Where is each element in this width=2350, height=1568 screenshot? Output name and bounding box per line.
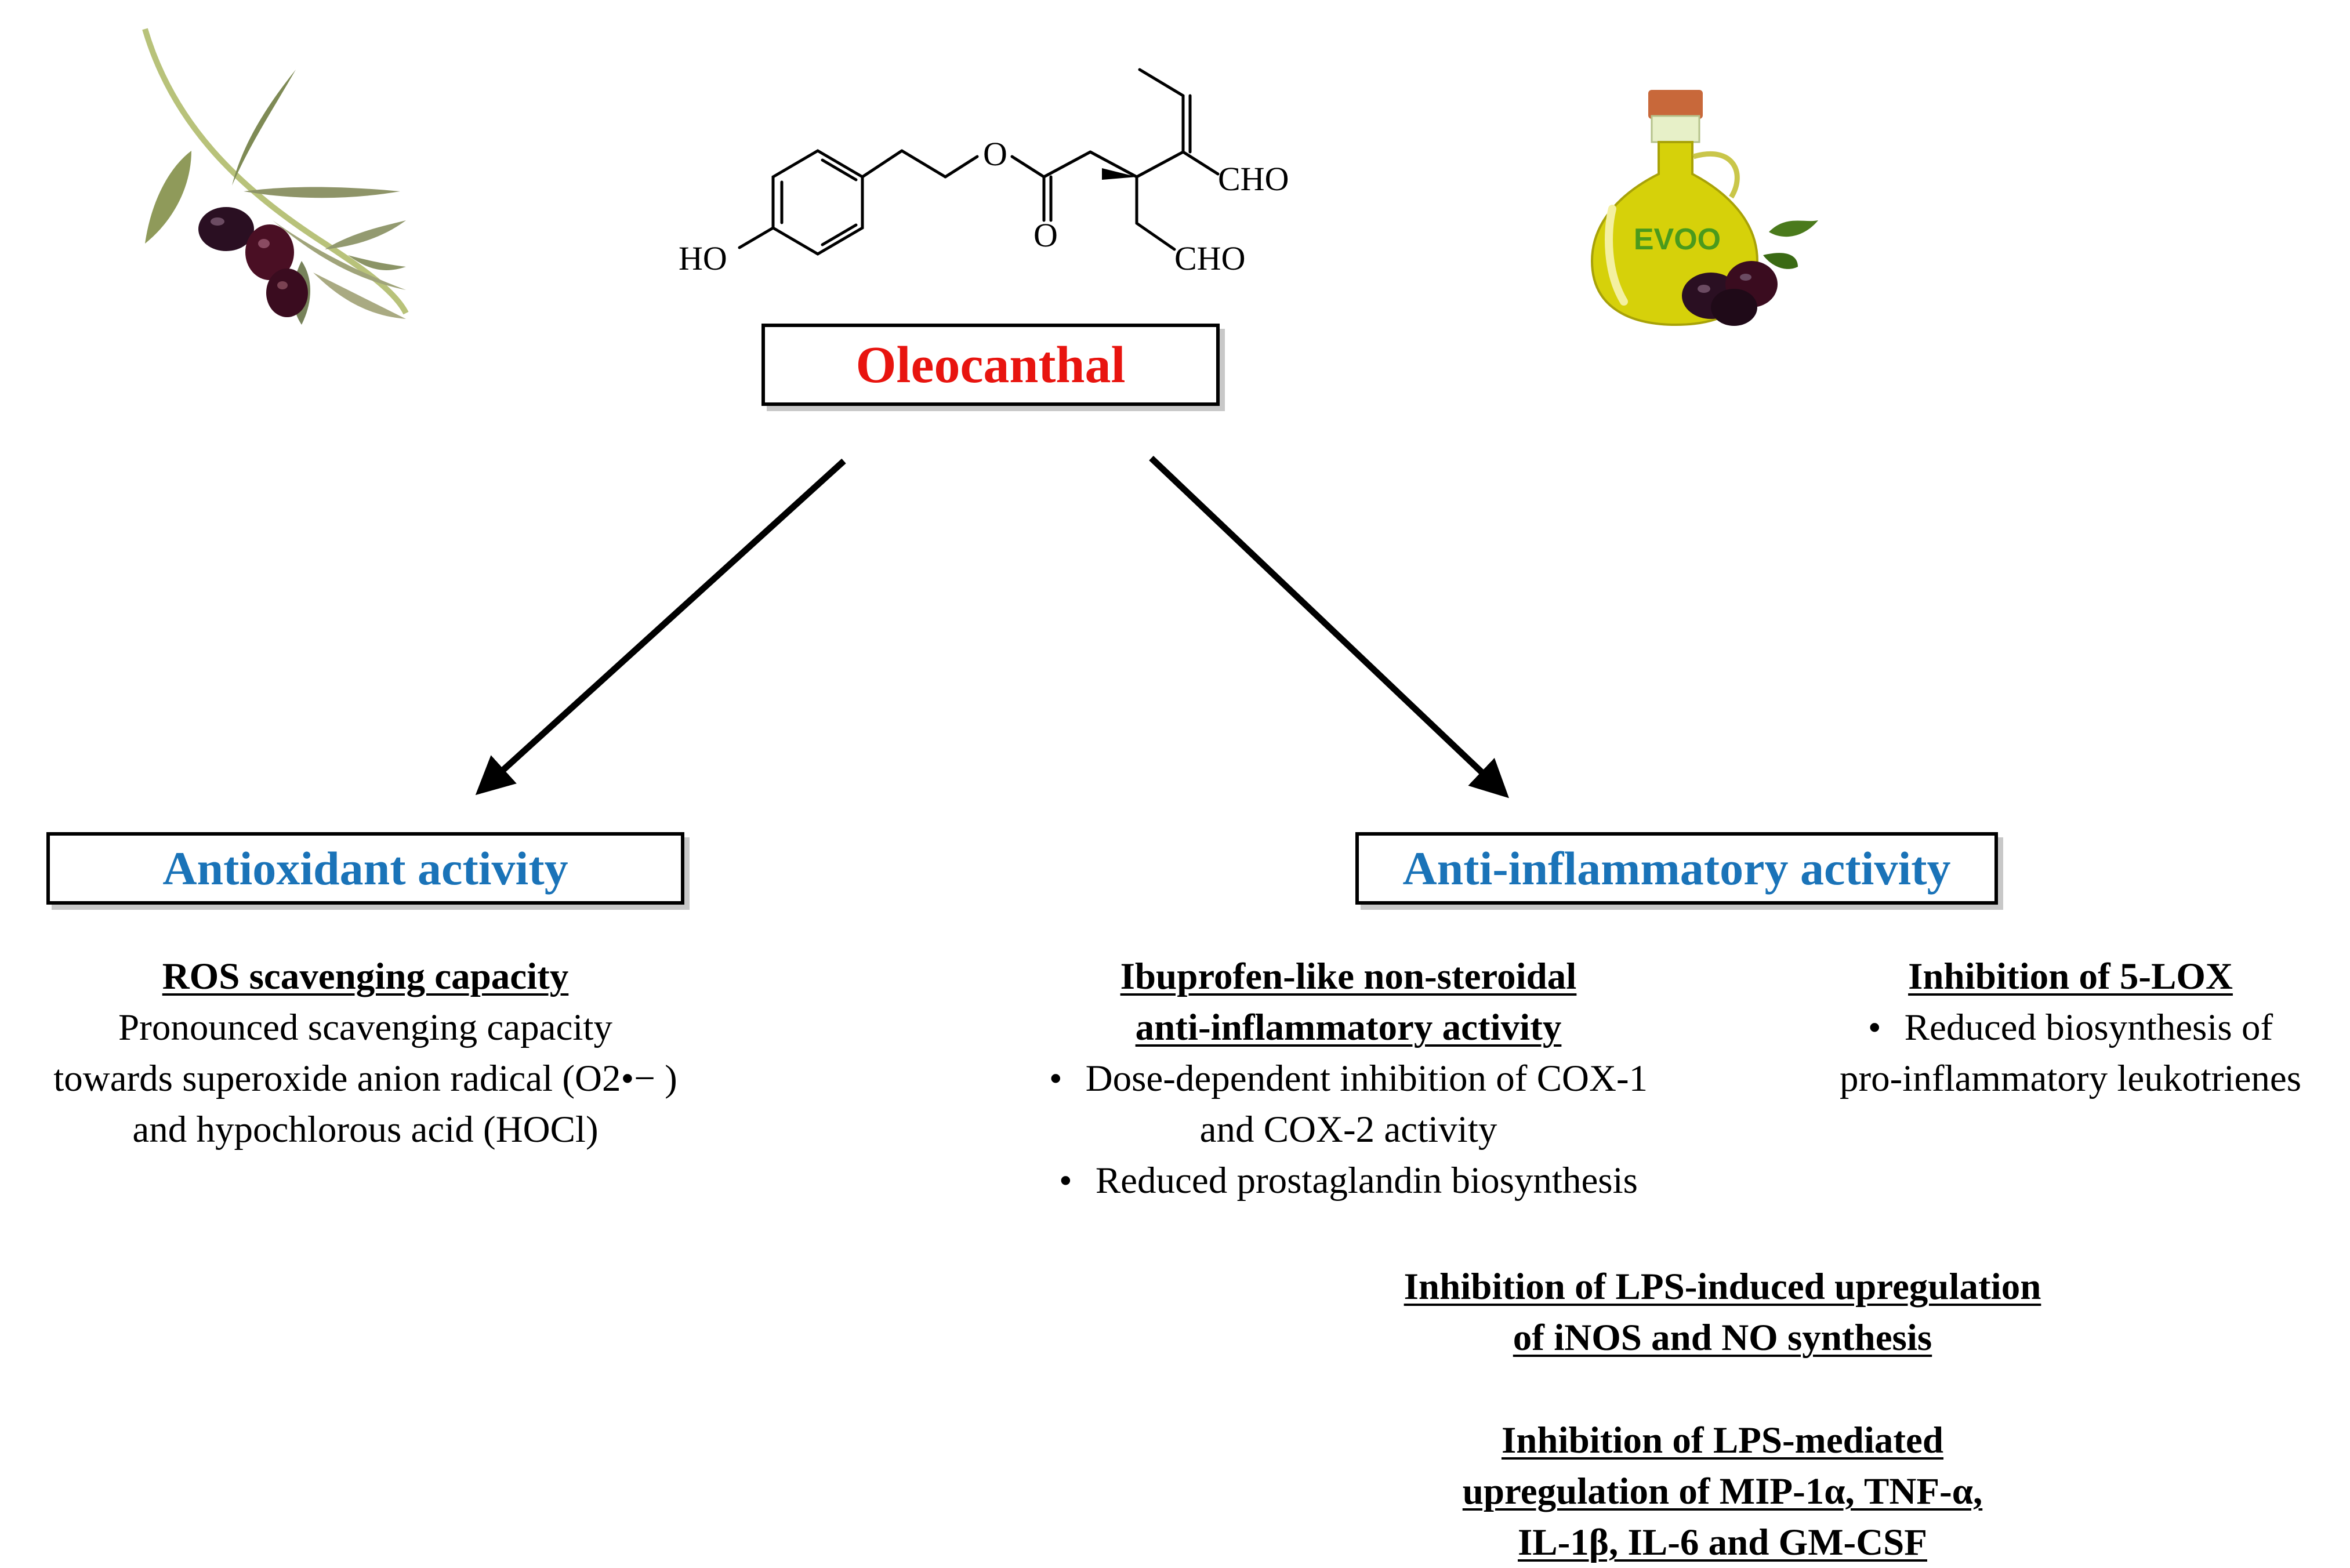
evoo-label: EVOO	[1633, 223, 1721, 256]
cox-bullet-line-2: and COX-2 activity	[1199, 1109, 1497, 1150]
ros-line-2: towards superoxide anion radical (O2•− )	[53, 1058, 677, 1099]
lox-bullet-line-2: pro-inflammatory leukotrienes	[1840, 1058, 2301, 1099]
oleocanthal-box: Oleocanthal	[761, 324, 1220, 406]
ros-block: ROS scavenging capacity Pronounced scave…	[0, 951, 731, 1155]
lps-cytokines-heading-3: IL-1β, IL-6 and GM-CSF	[1518, 1522, 1927, 1563]
oleocanthal-title: Oleocanthal	[855, 336, 1126, 394]
ho-label: HO	[679, 239, 727, 277]
ibuprofen-heading-2: anti-inflammatory activity	[1135, 1007, 1562, 1048]
antioxidant-box: Antioxidant activity	[46, 832, 684, 905]
lox-bullet-line-1: Reduced biosynthesis of	[1809, 1002, 2331, 1053]
cho-bottom-label: CHO	[1174, 239, 1246, 277]
ibuprofen-block: Ibuprofen-like non-steroidal anti-inflam…	[980, 951, 1717, 1206]
ibuprofen-heading-1: Ibuprofen-like non-steroidal	[1120, 956, 1577, 997]
prostaglandin-bullet: Reduced prostaglandin biosynthesis	[980, 1155, 1717, 1206]
ros-heading: ROS scavenging capacity	[162, 956, 569, 997]
lps-cytokines-heading-1: Inhibition of LPS-mediated	[1501, 1420, 1944, 1461]
ros-line-1: Pronounced scavenging capacity	[118, 1007, 612, 1048]
lps-inos-heading-2: of iNOS and NO synthesis	[1513, 1317, 1932, 1359]
lps-inos-block: Inhibition of LPS-induced upregulation o…	[1317, 1261, 2128, 1363]
lox-block: Inhibition of 5-LOX Reduced biosynthesis…	[1809, 951, 2331, 1104]
cox-bullet-line-1: Dose-dependent inhibition of COX-1	[980, 1053, 1717, 1104]
lox-heading: Inhibition of 5-LOX	[1908, 956, 2233, 997]
ester-o-label: O	[983, 135, 1007, 173]
antioxidant-title: Antioxidant activity	[162, 841, 568, 895]
arrow-to-anti-inflammatory	[1149, 456, 1509, 798]
lps-inos-heading-1: Inhibition of LPS-induced upregulation	[1404, 1266, 2041, 1308]
carbonyl-o-label: O	[1033, 216, 1058, 254]
arrow-to-antioxidant	[475, 458, 846, 796]
anti-inflammatory-box: Anti-inflammatory activity	[1355, 832, 1998, 905]
anti-inflammatory-title: Anti-inflammatory activity	[1402, 841, 1951, 895]
lps-cytokines-heading-2: upregulation of MIP-1α, TNF-α,	[1462, 1471, 1983, 1512]
lps-cytokines-block: Inhibition of LPS-mediated upregulation …	[1317, 1415, 2128, 1568]
ros-line-3: and hypochlorous acid (HOCl)	[132, 1109, 599, 1150]
cho-top-label: CHO	[1218, 160, 1289, 198]
